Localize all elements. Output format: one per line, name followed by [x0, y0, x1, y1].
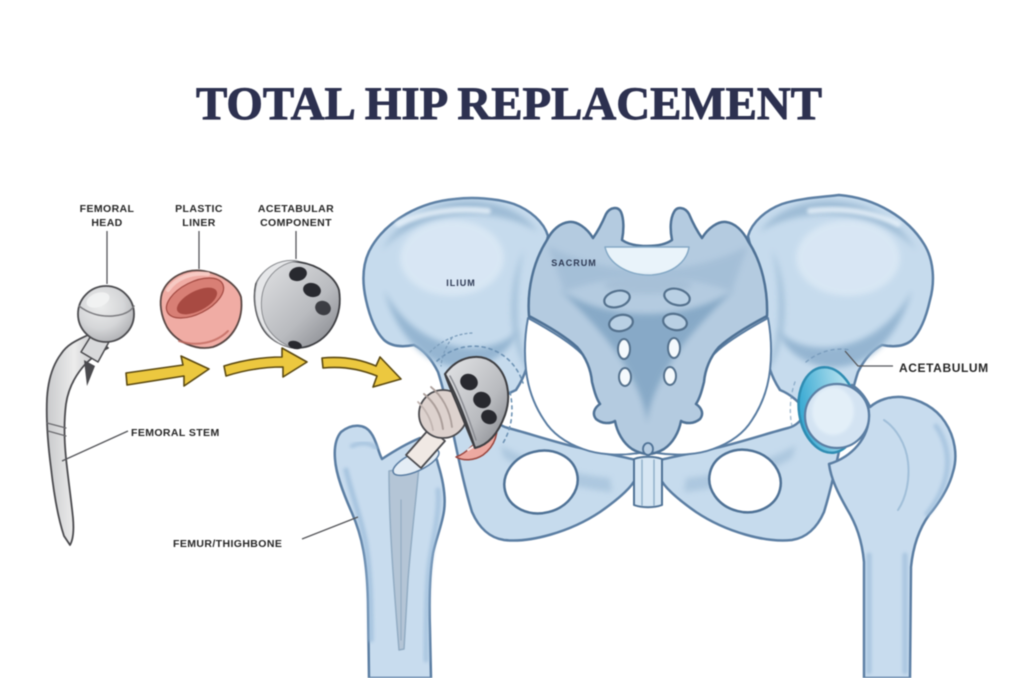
svg-text:TOTAL HIP REPLACEMENT: TOTAL HIP REPLACEMENT — [196, 78, 822, 130]
svg-text:FEMORAL STEM: FEMORAL STEM — [131, 427, 220, 439]
svg-text:HEAD: HEAD — [91, 217, 122, 229]
svg-text:COMPONENT: COMPONENT — [260, 217, 332, 229]
svg-text:ILIUM: ILIUM — [446, 278, 476, 288]
svg-text:ACETABULAR: ACETABULAR — [258, 203, 334, 215]
svg-text:FEMORAL: FEMORAL — [80, 203, 135, 215]
svg-text:LINER: LINER — [182, 217, 216, 229]
svg-text:PLASTIC: PLASTIC — [175, 203, 223, 215]
svg-text:ACETABULUM: ACETABULUM — [899, 361, 989, 375]
svg-text:SACRUM: SACRUM — [551, 258, 597, 268]
svg-text:FEMUR/THIGHBONE: FEMUR/THIGHBONE — [173, 538, 282, 550]
